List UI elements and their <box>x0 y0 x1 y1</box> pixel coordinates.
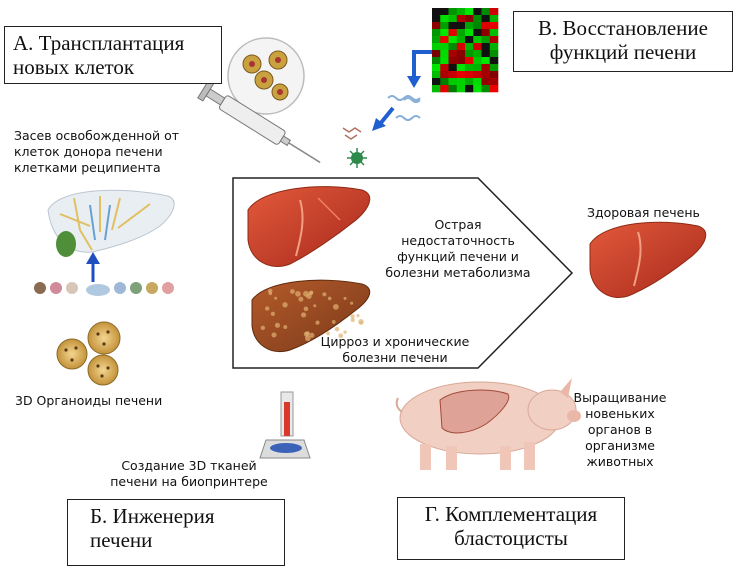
healthy-liver-image <box>589 221 707 298</box>
virus-icon <box>342 127 367 168</box>
box-a-transplantation: А. Трансплантация новых клеток <box>4 26 222 84</box>
blue-arrow-icon <box>412 50 432 78</box>
pig-image <box>395 378 581 470</box>
organoids-image <box>56 321 121 386</box>
label-bioprinter: Создание 3D тканей печени на биопринтере <box>110 458 268 489</box>
label-healthy-liver: Здоровая печень <box>587 205 700 220</box>
dna-strands-icon <box>387 95 421 121</box>
label-organoids: 3D Органоиды печени <box>15 393 163 408</box>
box-g-blastocyst: Г. Комплементация бластоцисты <box>397 497 625 560</box>
label-growing-organs: Выращивание новеньких органов в организм… <box>573 390 667 469</box>
liver-scaffold-image <box>47 189 175 257</box>
syringe-icon <box>197 80 321 164</box>
box-v-restoration: В. Восстановление функций печени <box>513 11 733 72</box>
cirrhotic-liver-image <box>251 279 371 352</box>
cell-dish-image <box>227 37 305 115</box>
acute-liver-image <box>247 186 371 268</box>
label-acute-failure: Острая недостаточность функций печени и … <box>385 217 531 280</box>
label-cirrhosis: Цирроз и хронические болезни печени <box>320 334 470 365</box>
label-scaffold-seeding: Засев освобожденной от клеток донора печ… <box>14 128 180 175</box>
box-b-engineering: Б. Инженерия печени <box>67 499 285 566</box>
gene-heatmap-image <box>432 8 499 93</box>
bioprinter-image <box>259 391 311 459</box>
cell-types-row <box>34 282 174 296</box>
